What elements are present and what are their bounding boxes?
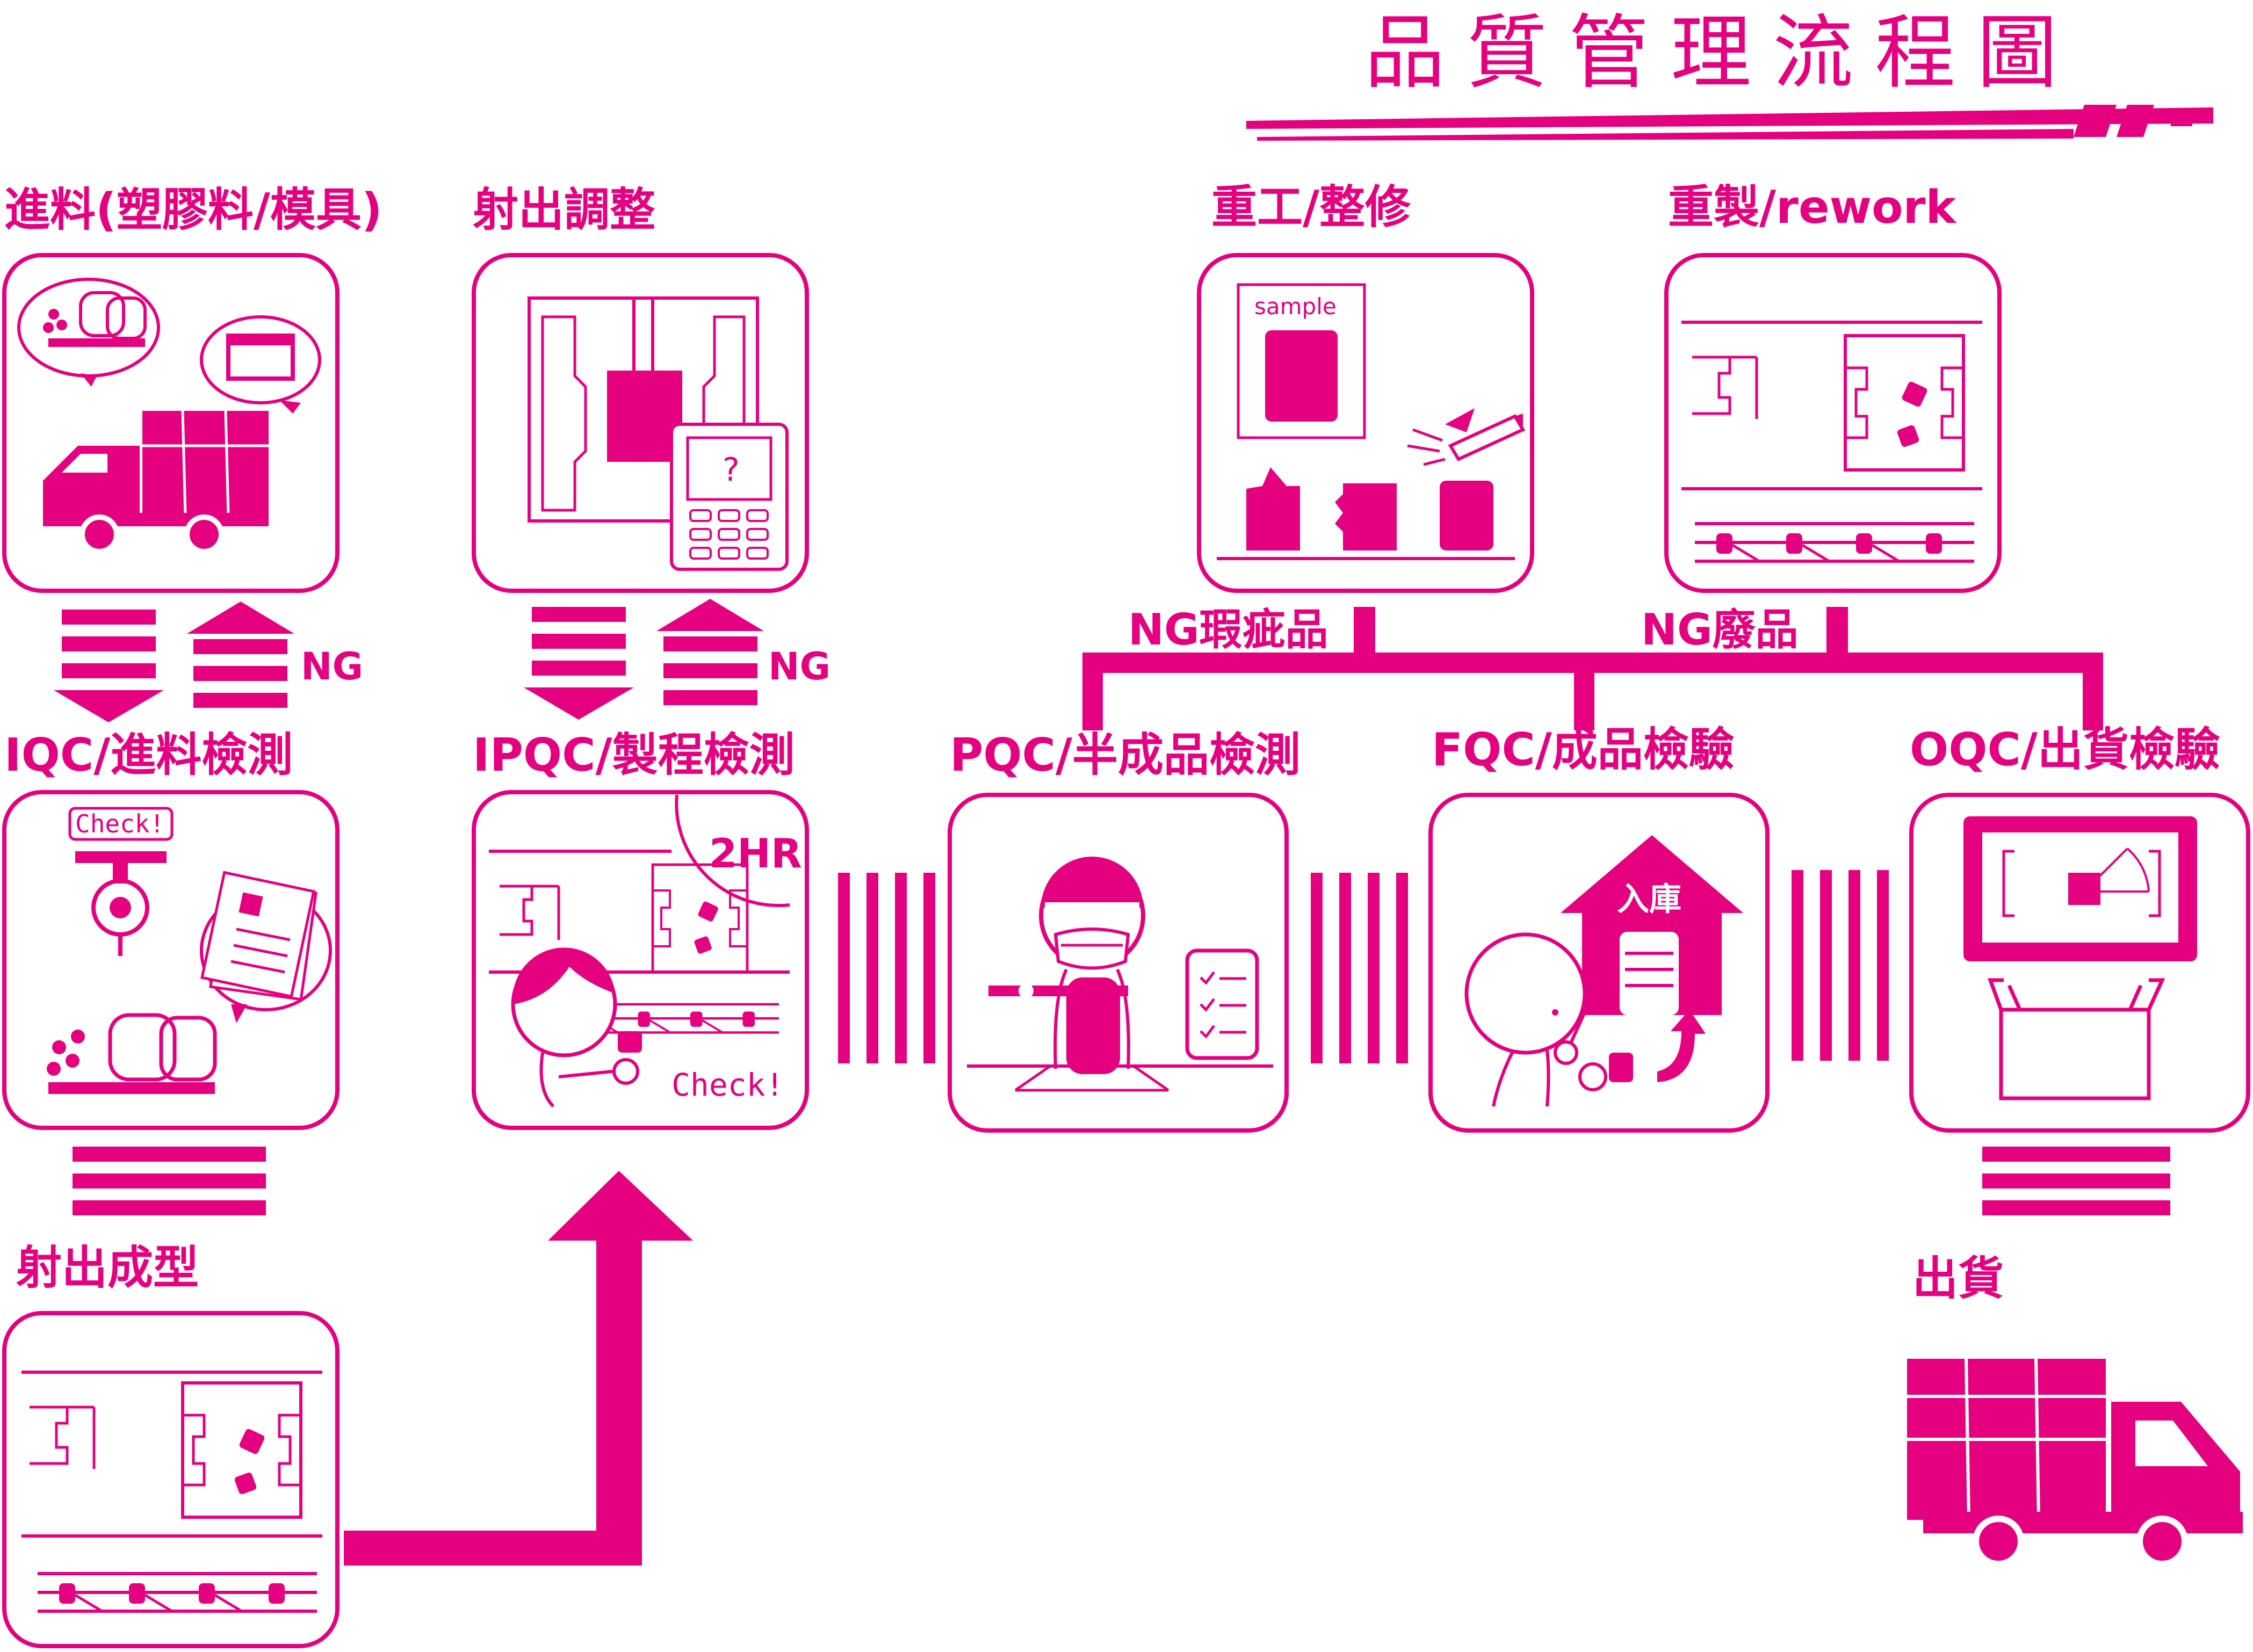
worker-icon [1039, 857, 1145, 1069]
pellet-bag-icon [47, 1013, 217, 1094]
title-block: 品質管理流程圖 [1246, 6, 2213, 141]
label-fqc: FQC/成品檢驗 [1432, 723, 1735, 777]
box-molding [2, 1311, 340, 1648]
ng-branch-bus: NG瑕疵品 NG廢品 [1082, 605, 2103, 730]
label-iqc: IQC/進料檢測 [4, 729, 293, 782]
box-remake [1664, 253, 2002, 593]
scale-probe-icon: Check! [68, 807, 174, 956]
connector-iqc-incoming: NG [54, 602, 363, 722]
connector-ipqc-adjust: NG [524, 599, 831, 720]
label-shipping: 出貨 [1912, 1252, 2004, 1306]
worker-icon [1464, 932, 1633, 1107]
title-underline [1246, 107, 2213, 129]
box-pqc [948, 793, 1289, 1133]
label-remake: 重製/rework [1668, 181, 1957, 234]
label-rework-repair: 重工/整修 [1211, 181, 1411, 234]
label-incoming: 進料(塑膠料/模具) [4, 184, 382, 237]
pellet-bag-icon [43, 291, 147, 347]
ng-flag-iqc: NG [301, 644, 363, 689]
box-injection-adjust: ? [472, 253, 809, 593]
box-icon [1988, 978, 2165, 1100]
box-incoming [2, 253, 340, 593]
caliper-icon [988, 977, 1128, 1074]
box-rework-repair: sample [1197, 253, 1534, 593]
connector-iqc-molding [73, 1147, 266, 1215]
tool-icon [1407, 408, 1526, 466]
label-oqc: OQC/出貨檢驗 [1910, 723, 2220, 777]
truck-icon [1907, 1358, 2243, 1567]
ng-flag-defect: NG瑕疵品 [1128, 605, 1328, 655]
label-molding: 射出成型 [16, 1242, 199, 1295]
ipqc-check-text: Check! [671, 1067, 784, 1103]
checklist-icon [1185, 948, 1259, 1060]
label-injection-adjust: 射出調整 [473, 184, 655, 237]
mold-icon [226, 334, 295, 381]
label-pqc: PQC/半成品檢測 [950, 729, 1301, 782]
ng-flag-ipqc: NG [768, 644, 831, 689]
handheld-controller-icon: ? [670, 423, 789, 571]
iqc-check-text: Check! [75, 809, 164, 838]
connector-ipqc-pqc [838, 873, 935, 1063]
truck-icon [43, 410, 269, 554]
box-ipqc: 2HR Check! [472, 790, 809, 1130]
sample-sheet-icon: sample [1237, 283, 1366, 439]
page-title: 品質管理流程圖 [1364, 6, 2079, 100]
warehouse-icon: 入庫 [1561, 835, 1743, 1015]
connector-fqc-oqc [1792, 870, 1889, 1061]
box-fqc: 入庫 [1428, 793, 1770, 1133]
ng-flag-scrap: NG廢品 [1641, 605, 1799, 655]
worker-icon [511, 947, 642, 1108]
arrow-molding-to-ipqc [344, 1171, 693, 1566]
upload-arrow-icon [1657, 1010, 1706, 1082]
injection-machine-icon [528, 296, 759, 523]
ipqc-interval-badge: 2HR [709, 830, 802, 877]
box-oqc [1909, 793, 2250, 1133]
connector-oqc-shipping [1982, 1147, 2170, 1215]
warehouse-label: 入庫 [1617, 881, 1681, 918]
sample-label: sample [1254, 293, 1337, 320]
box-iqc: Check! [2, 790, 340, 1130]
monitor-icon [1963, 816, 2197, 961]
connector-pqc-fqc [1311, 873, 1408, 1063]
document-icon [200, 871, 317, 1001]
adjust-question-mark: ? [723, 451, 740, 489]
defect-part-icon [1246, 467, 1493, 550]
label-ipqc: IPQC/製程檢測 [473, 729, 795, 782]
